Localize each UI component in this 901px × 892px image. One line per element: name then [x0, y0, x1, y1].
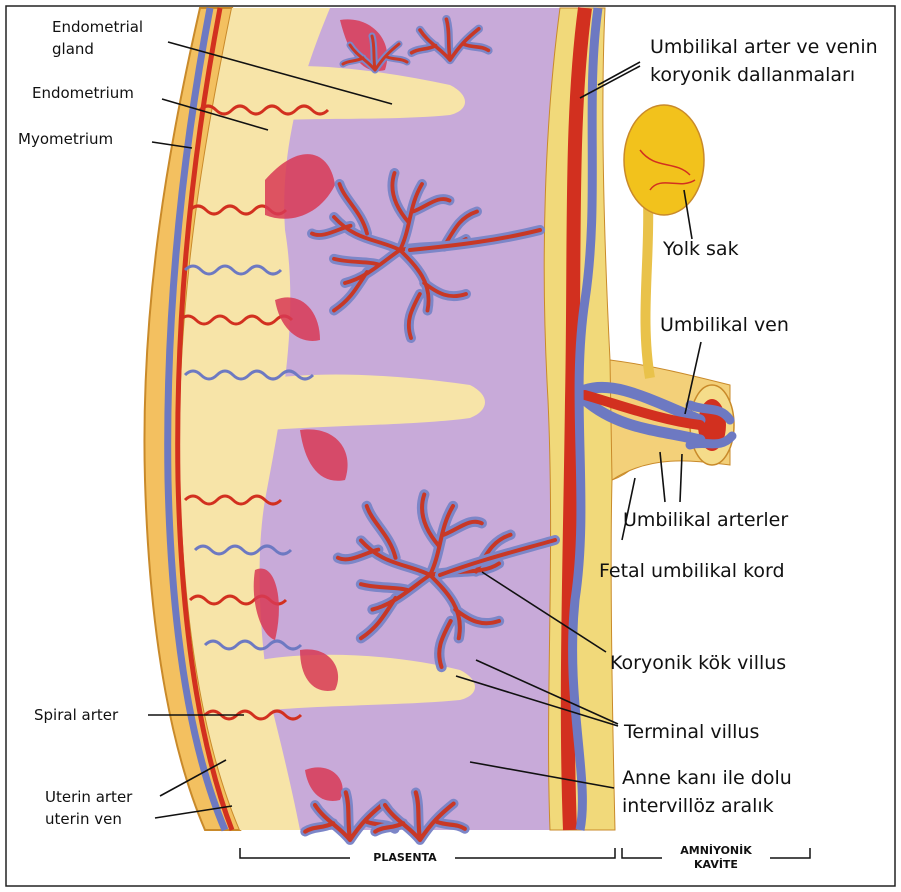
- label-koryonik-kok-villus: Koryonik kök villus: [610, 649, 786, 677]
- label-fetal-umbilikal-kord: Fetal umbilikal kord: [599, 557, 785, 585]
- label-myometrium: Myometrium: [18, 128, 113, 150]
- label-uterin-arter-ven: Uterin arter uterin ven: [45, 786, 132, 830]
- label-terminal-villus: Terminal villus: [624, 718, 759, 746]
- label-anne-kani: Anne kanı ile dolu intervillöz aralık: [622, 764, 792, 820]
- yolk-sac-body: [624, 105, 704, 215]
- label-yolk-sak: Yolk sak: [663, 235, 739, 263]
- label-umbilikal-arterler: Umbilikal arterler: [623, 506, 788, 534]
- label-amniyonik-kavite: AMNİYONİK KAVİTE: [662, 844, 770, 872]
- label-endometrial-gland: Endometrial gland: [52, 16, 143, 60]
- label-umbilikal-arter-venin: Umbilikal arter ve venin koryonik dallan…: [650, 33, 878, 89]
- label-spiral-arter: Spiral arter: [34, 704, 118, 726]
- label-umbilikal-ven: Umbilikal ven: [660, 311, 789, 339]
- yolk-stalk: [645, 200, 650, 378]
- label-endometrium: Endometrium: [32, 82, 134, 104]
- label-plasenta: PLASENTA: [355, 851, 455, 865]
